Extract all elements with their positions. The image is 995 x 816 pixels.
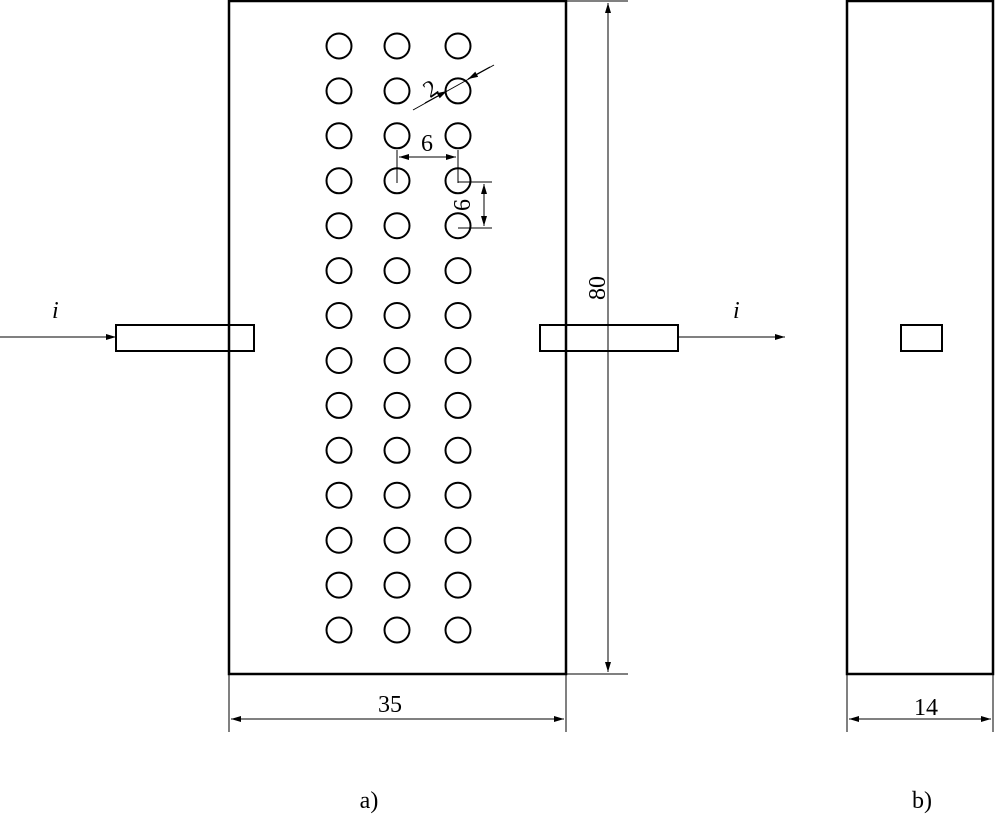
hole (325, 526, 353, 554)
hole (444, 347, 472, 374)
hole (325, 571, 353, 599)
right-terminal (539, 324, 679, 352)
hole (383, 257, 411, 285)
current-out-label: i (733, 298, 740, 324)
height-label: 80 (585, 276, 611, 300)
hole (383, 526, 411, 554)
hole (383, 436, 411, 464)
vspacing-label: 6 (450, 199, 476, 211)
diameter-label: 2 (419, 75, 444, 103)
hole (383, 77, 411, 105)
hole (444, 257, 472, 285)
hole (383, 302, 411, 329)
hole (444, 32, 472, 60)
hspacing-label: 6 (421, 131, 433, 157)
hole (325, 436, 353, 464)
hole (325, 302, 353, 329)
hole (383, 391, 411, 419)
hole (325, 481, 353, 509)
hole (383, 347, 411, 374)
caption-b: b) (912, 788, 932, 814)
hole (444, 122, 472, 150)
diameter-arrow-in (424, 90, 448, 104)
hole (444, 302, 472, 329)
hole (444, 436, 472, 464)
hole (444, 481, 472, 509)
width-label: 35 (378, 692, 402, 718)
thickness-label: 14 (914, 695, 938, 721)
hole (383, 571, 411, 599)
hole (325, 167, 353, 195)
current-in-label: i (52, 298, 59, 324)
side-terminal (900, 324, 943, 352)
hole (383, 212, 411, 240)
hole (444, 391, 472, 419)
hole (383, 481, 411, 509)
hole (325, 212, 353, 240)
hole (383, 122, 411, 150)
diameter-arrow-out (467, 66, 491, 80)
figure-a (0, 0, 785, 732)
hole (444, 571, 472, 599)
plate-outline (227, 0, 568, 676)
hole (325, 32, 353, 60)
figure-b (845, 0, 995, 732)
hole (444, 616, 472, 644)
side-outline (845, 0, 995, 676)
hole (325, 347, 353, 374)
caption-a: a) (360, 788, 379, 814)
hole (325, 616, 353, 644)
hole (325, 77, 353, 105)
hole (383, 32, 411, 60)
hole-grid (325, 32, 472, 644)
hole (444, 212, 472, 240)
hole (325, 257, 353, 285)
hole (325, 391, 353, 419)
left-terminal (115, 324, 255, 352)
hole (444, 77, 472, 105)
hole (444, 526, 472, 554)
hole (383, 616, 411, 644)
hole (325, 122, 353, 150)
